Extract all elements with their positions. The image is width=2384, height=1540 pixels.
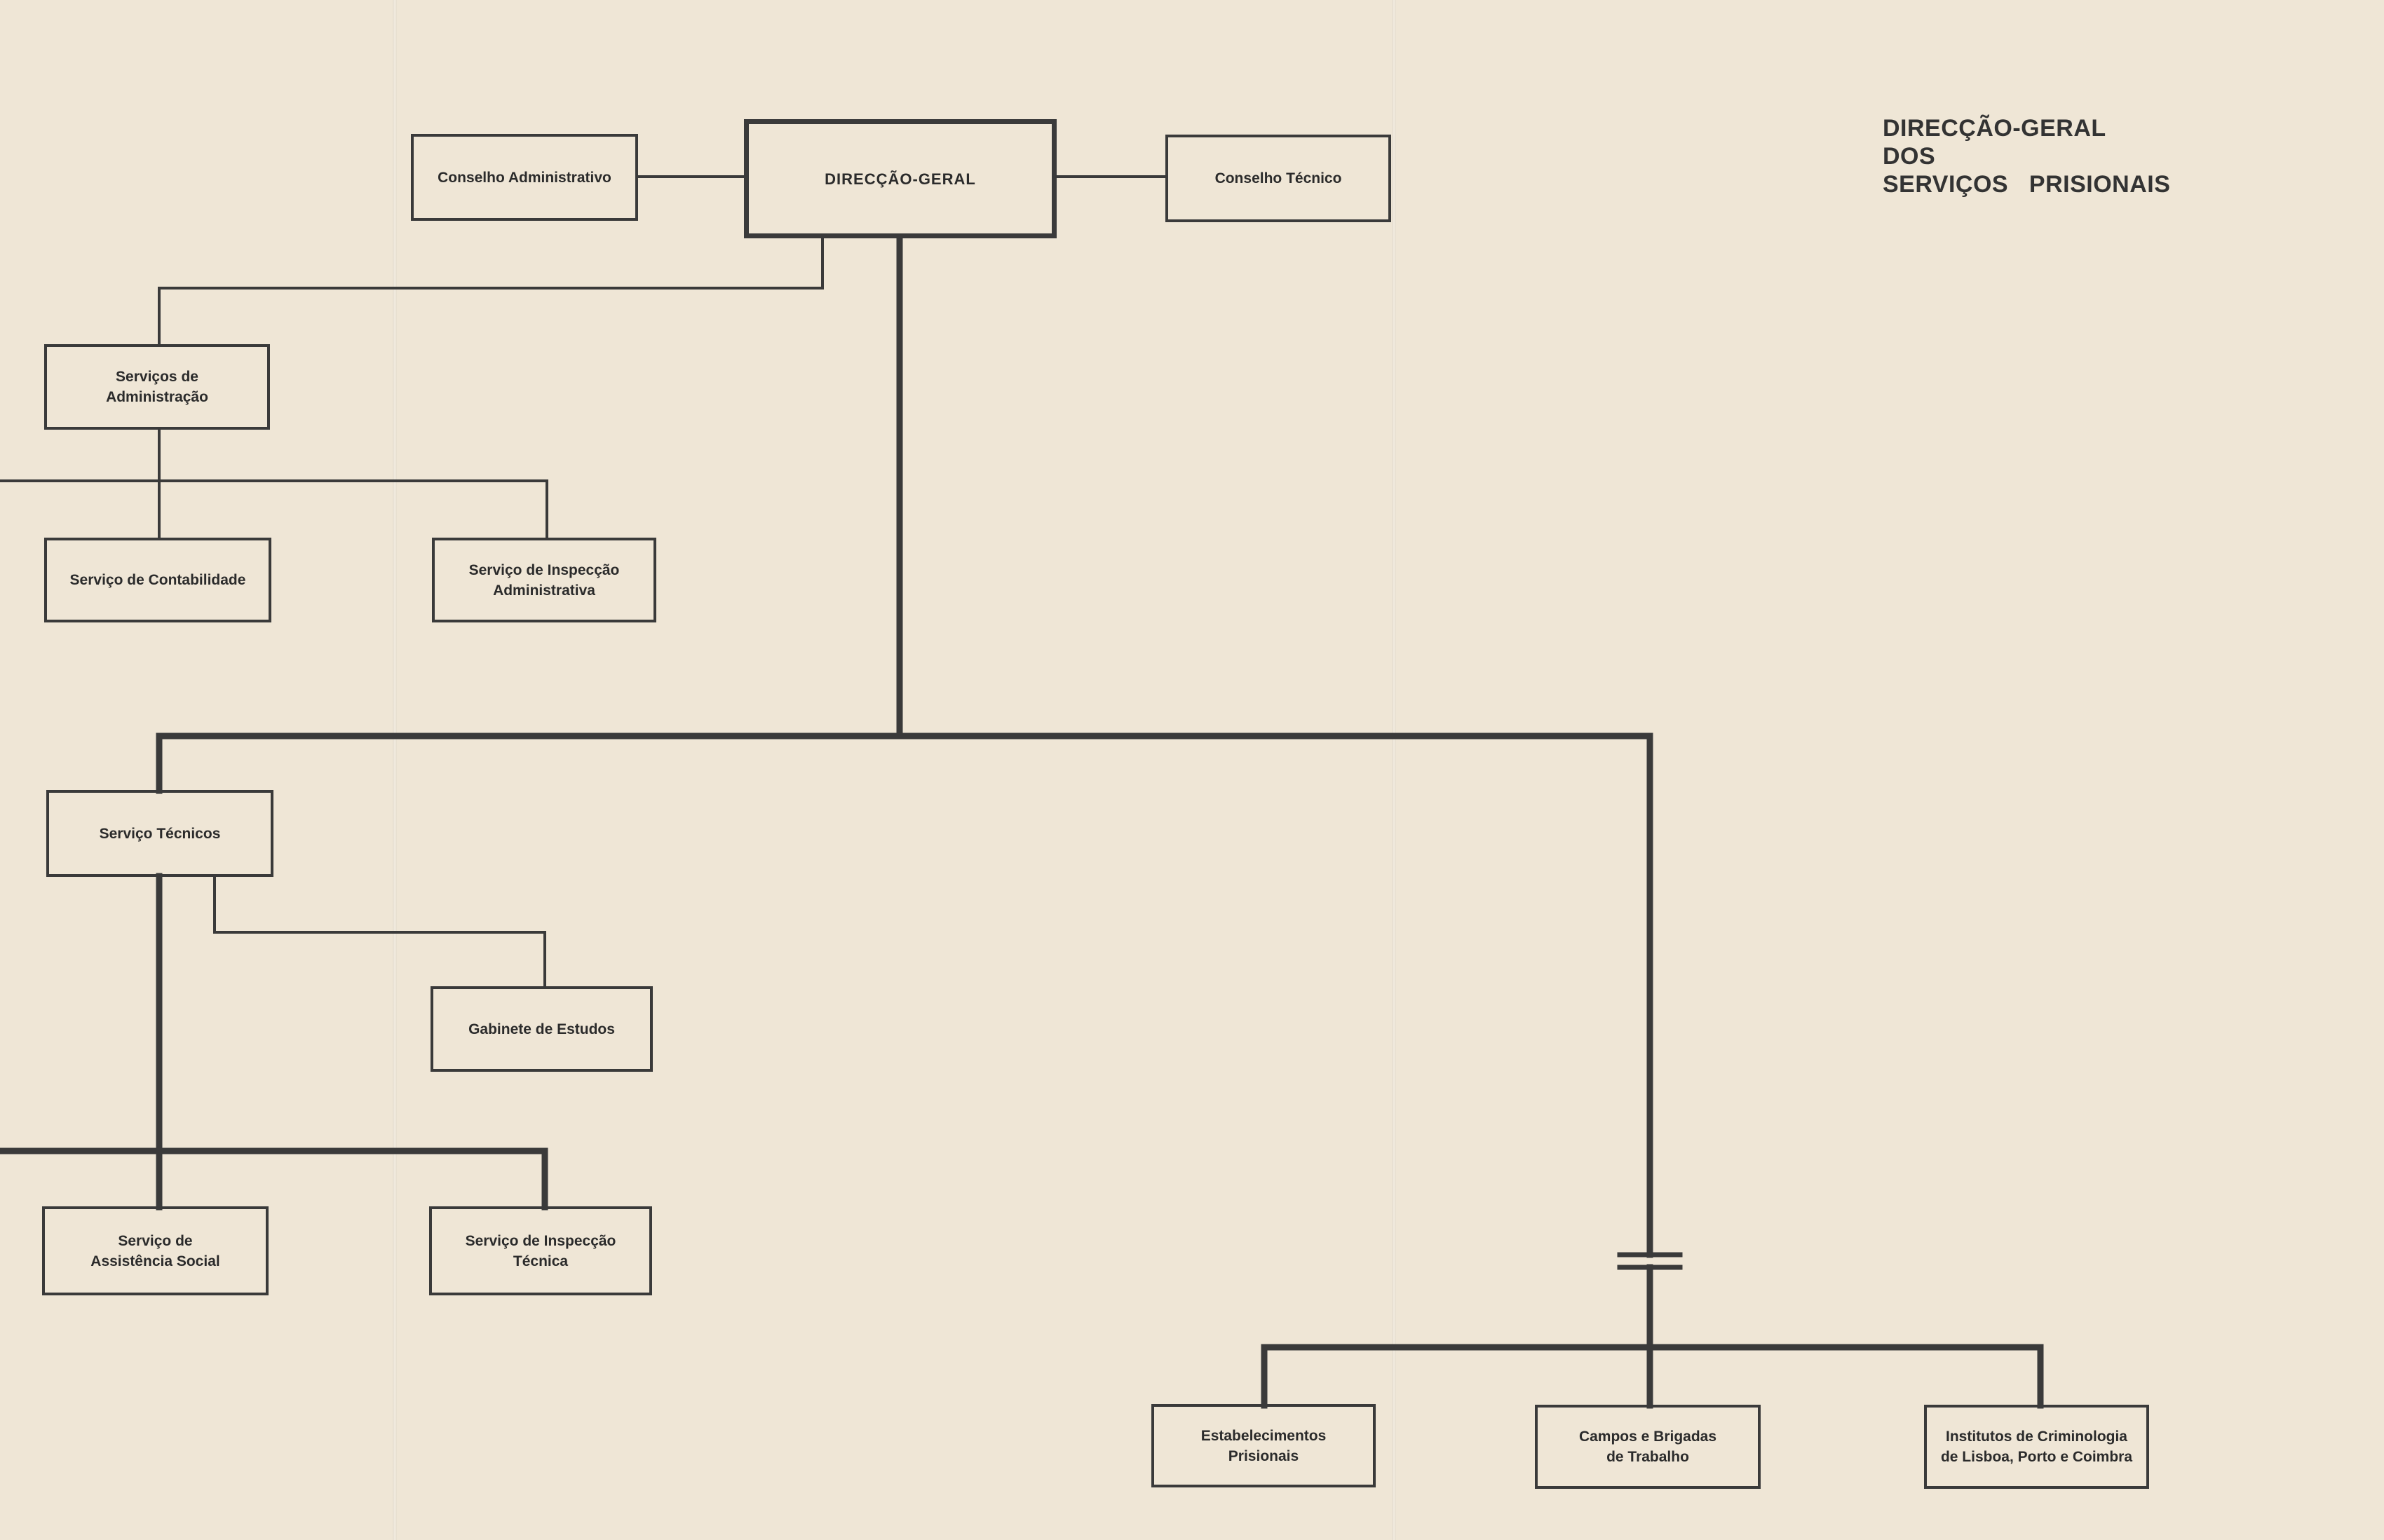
node-institutos-criminologia: Institutos de Criminologia de Lisboa, Po… <box>1924 1405 2149 1489</box>
org-title: DIRECÇÃO-GERAL DOS SERVIÇOS PRISIONAIS <box>1883 114 2170 198</box>
connector-technical-horizontal <box>0 1147 548 1211</box>
connector-gabinete-estudos <box>213 875 546 988</box>
node-servico-contabilidade: Serviço de Contabilidade <box>44 538 271 622</box>
node-direccao-geral: DIRECÇÃO-GERAL <box>744 119 1057 238</box>
node-gabinete-estudos: Gabinete de Estudos <box>431 986 653 1072</box>
node-servico-tecnicos: Serviço Técnicos <box>46 790 273 877</box>
node-servico-inspeccao-administrativa: Serviço de Inspecção Administrativa <box>432 538 656 622</box>
node-servico-assistencia-social: Serviço de Assistência Social <box>42 1206 269 1295</box>
org-title-line: DOS <box>1883 143 1936 170</box>
paper-fold <box>1392 0 1396 1540</box>
org-title-line: DIRECÇÃO-GERAL <box>1883 115 2106 142</box>
node-campos-brigadas: Campos e Brigadas de Trabalho <box>1535 1405 1761 1489</box>
connector-main-horizontal <box>156 732 1653 1258</box>
node-servico-inspeccao-tecnica: Serviço de Inspecção Técnica <box>429 1206 652 1295</box>
node-conselho-tecnico: Conselho Técnico <box>1165 135 1391 222</box>
connector-inspeccao-administrativa <box>0 479 548 540</box>
connector-servicos-administracao <box>158 236 824 346</box>
paper-fold <box>393 0 397 1540</box>
node-estabelecimentos-prisionais: Estabelecimentos Prisionais <box>1151 1404 1376 1487</box>
node-conselho-administrativo: Conselho Administrativo <box>411 134 638 221</box>
org-title-line: SERVIÇOS PRISIONAIS <box>1883 171 2171 198</box>
node-servicos-administracao: Serviços de Administração <box>44 344 270 430</box>
